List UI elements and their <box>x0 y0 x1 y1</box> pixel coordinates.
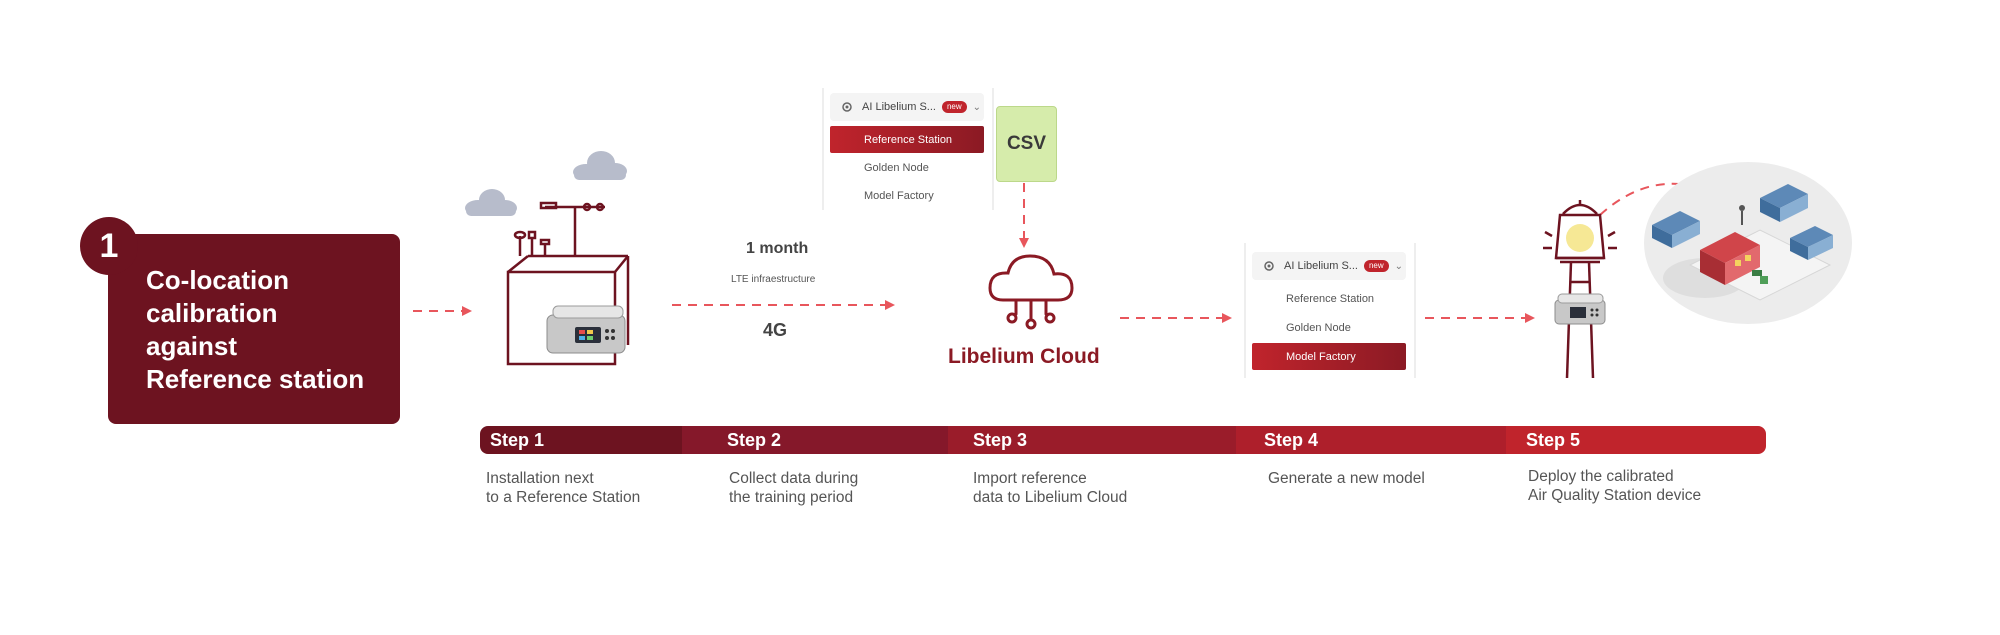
step-bar: Step 1 Step 2 Step 3 Step 4 Step 5 <box>480 426 1766 454</box>
step-2-description: Collect data during the training period <box>729 469 858 507</box>
title-line: Reference station <box>146 364 365 394</box>
libelium-cloud-icon <box>988 254 1074 330</box>
cloud-icon <box>573 151 627 180</box>
menu-item-model-factory[interactable]: Model Factory <box>1252 343 1406 370</box>
desc-line: Deploy the calibrated <box>1528 468 1674 485</box>
step-5-description: Deploy the calibrated Air Quality Statio… <box>1528 467 1701 505</box>
menu-header-label: AI Libelium S... <box>862 101 936 113</box>
step-number-badge: 1 <box>80 217 138 275</box>
desc-line: Installation next <box>486 470 594 487</box>
step-1-tab: Step 1 <box>480 426 682 454</box>
step-3-description: Import reference data to Libelium Cloud <box>973 469 1127 507</box>
desc-line: Air Quality Station device <box>1528 487 1702 504</box>
network-label: 4G <box>763 320 788 340</box>
ai-gear-icon <box>1264 261 1274 271</box>
libelium-cloud-label: Libelium Cloud <box>948 345 1100 368</box>
calibrated-device-icon <box>1554 293 1606 325</box>
chevron-down-icon: ⌄ <box>972 101 982 113</box>
desc-line: Import reference <box>973 470 1087 487</box>
desc-line: to a Reference Station <box>486 489 641 506</box>
step-4-description: Generate a new model <box>1268 469 1425 488</box>
menu-item-model-factory[interactable]: Model Factory <box>864 189 934 202</box>
desc-line: data to Libelium Cloud <box>973 489 1128 506</box>
step-label: Step 2 <box>727 429 782 450</box>
step-4-tab: Step 4 <box>1236 426 1506 454</box>
model-menu-top: AI Libelium S... new ⌄ Reference Station… <box>824 88 992 208</box>
model-menu-bottom: AI Libelium S... new ⌄ Reference Station… <box>1246 243 1414 377</box>
sensor-device-icon <box>546 305 626 354</box>
step-3-tab: Step 3 <box>948 426 1236 454</box>
new-badge: new <box>941 101 967 113</box>
step-2-tab: Step 2 <box>682 426 948 454</box>
step-label: Step 4 <box>1264 429 1319 450</box>
smart-city-illustration <box>1644 162 1852 324</box>
desc-line: Generate a new model <box>1268 470 1425 487</box>
new-badge: new <box>1363 260 1389 272</box>
ai-gear-icon <box>842 102 852 112</box>
desc-line: the training period <box>729 489 854 506</box>
step-1-description: Installation next to a Reference Station <box>486 469 640 507</box>
cloud-icon <box>465 189 517 216</box>
title-line: against <box>146 331 238 361</box>
menu-header[interactable]: AI Libelium S... new ⌄ <box>1252 252 1406 280</box>
desc-line: Collect data during <box>729 470 859 487</box>
infrastructure-label: LTE infraestructure <box>731 274 816 285</box>
menu-item-reference-station[interactable]: Reference Station <box>830 126 984 153</box>
title-line: Co-location <box>146 265 289 295</box>
title-line: calibration <box>146 298 278 328</box>
menu-item-reference-station[interactable]: Reference Station <box>1286 292 1375 305</box>
step-label: Step 3 <box>973 429 1028 450</box>
step-5-tab: Step 5 <box>1506 426 1766 454</box>
menu-item-golden-node[interactable]: Golden Node <box>864 161 929 174</box>
csv-file: CSV <box>996 106 1057 182</box>
step-label: Step 5 <box>1526 429 1581 450</box>
step-label: Step 1 <box>490 429 545 450</box>
duration-label: 1 month <box>746 240 809 257</box>
menu-header[interactable]: AI Libelium S... new ⌄ <box>830 93 984 121</box>
title-card: Co-location calibration against Referenc… <box>108 234 400 424</box>
menu-header-label: AI Libelium S... <box>1284 260 1358 272</box>
chevron-down-icon: ⌄ <box>1394 260 1404 272</box>
menu-item-golden-node[interactable]: Golden Node <box>1286 321 1351 334</box>
